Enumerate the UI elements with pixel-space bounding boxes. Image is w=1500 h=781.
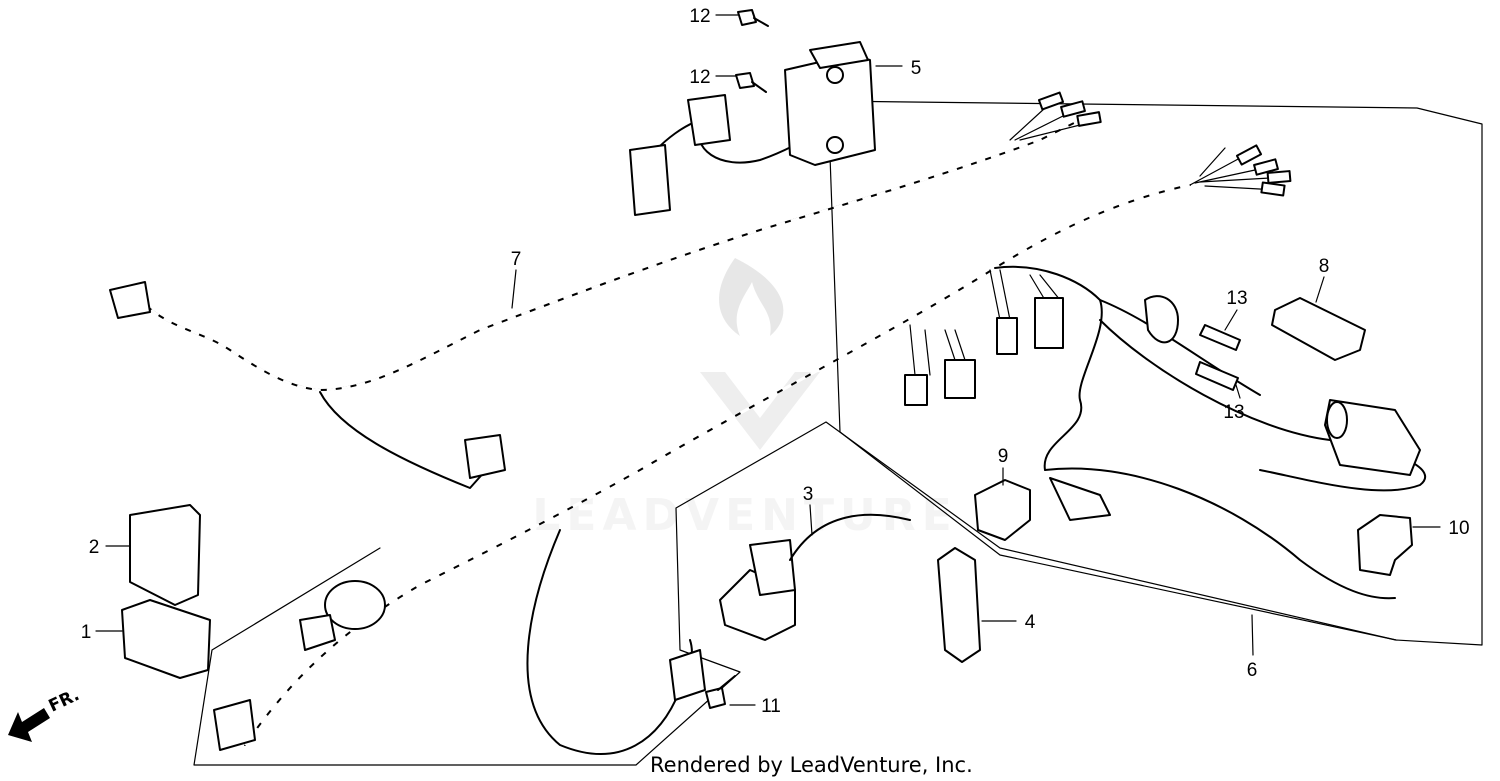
- harness-clip: [1144, 295, 1179, 344]
- spark-plug-cap: [937, 547, 981, 663]
- regulator-connector: [629, 144, 671, 216]
- connector-group-a: [904, 324, 976, 406]
- callout-12-upper: 12: [689, 6, 710, 27]
- regulator-rectifier: [784, 41, 876, 166]
- cdi-rubber-mount: [121, 599, 211, 679]
- harness-assembly-outline: [827, 100, 1483, 646]
- rear-connector-left: [109, 281, 151, 319]
- v-logo-icon: [700, 372, 820, 450]
- callout-9: 9: [998, 446, 1009, 467]
- rear-connector-right: [464, 434, 506, 479]
- fuse-upper: [1199, 324, 1241, 351]
- watermark-text: LEADVENTURE: [532, 490, 957, 541]
- callout-6: 6: [1247, 660, 1258, 681]
- rubber-cover: [1357, 514, 1413, 576]
- bolt-lower: [735, 72, 767, 93]
- callout-11: 11: [761, 696, 781, 717]
- connector-group-b: [989, 269, 1064, 355]
- fuse-lower: [1195, 361, 1239, 391]
- callout-5: 5: [911, 58, 922, 79]
- render-credit: Rendered by LeadVenture, Inc.: [650, 753, 973, 777]
- sub-wire-harness: [109, 91, 1102, 489]
- fuse-box-cover: [1271, 297, 1366, 361]
- callout-13-lower: 13: [1223, 402, 1244, 423]
- bolt-upper: [737, 9, 769, 27]
- callout-13-upper: 13: [1226, 288, 1247, 309]
- relay-can: [324, 580, 386, 630]
- front-arrow-icon: [8, 708, 50, 742]
- callout-3: 3: [803, 484, 814, 505]
- callout-1: 1: [81, 622, 92, 643]
- callout-10: 10: [1448, 518, 1469, 539]
- leader-lines: [95, 14, 1441, 706]
- starter-relay-cover: [974, 479, 1031, 541]
- leadventure-watermark: LEADVENTURE: [532, 258, 957, 541]
- callout-7: 7: [511, 249, 522, 270]
- flame-logo-icon: [719, 258, 784, 336]
- main-wire-harness: [213, 144, 1427, 755]
- front-connector: [213, 699, 256, 751]
- cdi-unit: [129, 504, 201, 606]
- front-assembly-outline: [193, 421, 1397, 766]
- callout-8: 8: [1319, 256, 1330, 277]
- capacitor-component: [1324, 399, 1421, 476]
- callout-labels: 12 12 5 7 8 13 13 9 3 2 1 10 4 6 11: [81, 6, 1470, 717]
- front-direction-indicator: FR.: [8, 685, 83, 742]
- assembly-outlines: [193, 100, 1483, 766]
- callout-4: 4: [1025, 612, 1036, 633]
- bolt-11: [705, 675, 736, 709]
- front-direction-label: FR.: [46, 685, 83, 716]
- callout-12-lower: 12: [689, 67, 710, 88]
- ground-terminal: [1049, 477, 1111, 521]
- callout-2: 2: [89, 537, 100, 558]
- ignition-coil: [719, 513, 911, 641]
